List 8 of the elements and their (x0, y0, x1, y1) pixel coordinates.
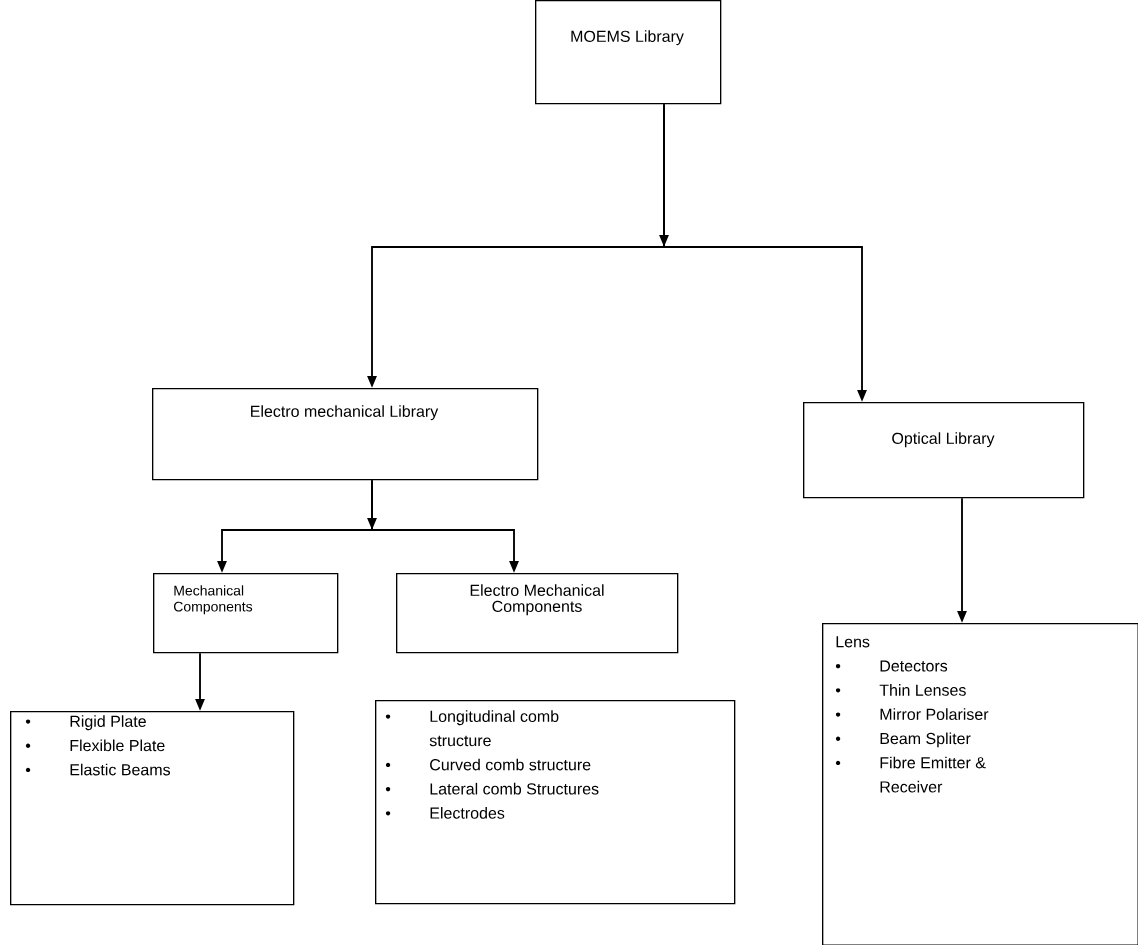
list-box: • Rigid Plate • Flexible Plate • Elastic Beams (10, 711, 295, 906)
library-box: Optical Library (803, 402, 1085, 499)
library-box: Mechanical Components (153, 573, 339, 654)
library-box: MOEMS Library (535, 0, 722, 105)
library-box: Electro Mechanical Components (396, 573, 679, 654)
library-box: Electro mechanical Library (152, 388, 539, 481)
list-box: Lens • Detectors • Thin Lenses • Mirror Polariser • Beam Spliter • Fibre Emitter & Receiver (822, 623, 1138, 945)
list-box: • Longitudinal comb structure • Curved comb structure • Lateral comb Structures • Electrodes (375, 700, 736, 905)
